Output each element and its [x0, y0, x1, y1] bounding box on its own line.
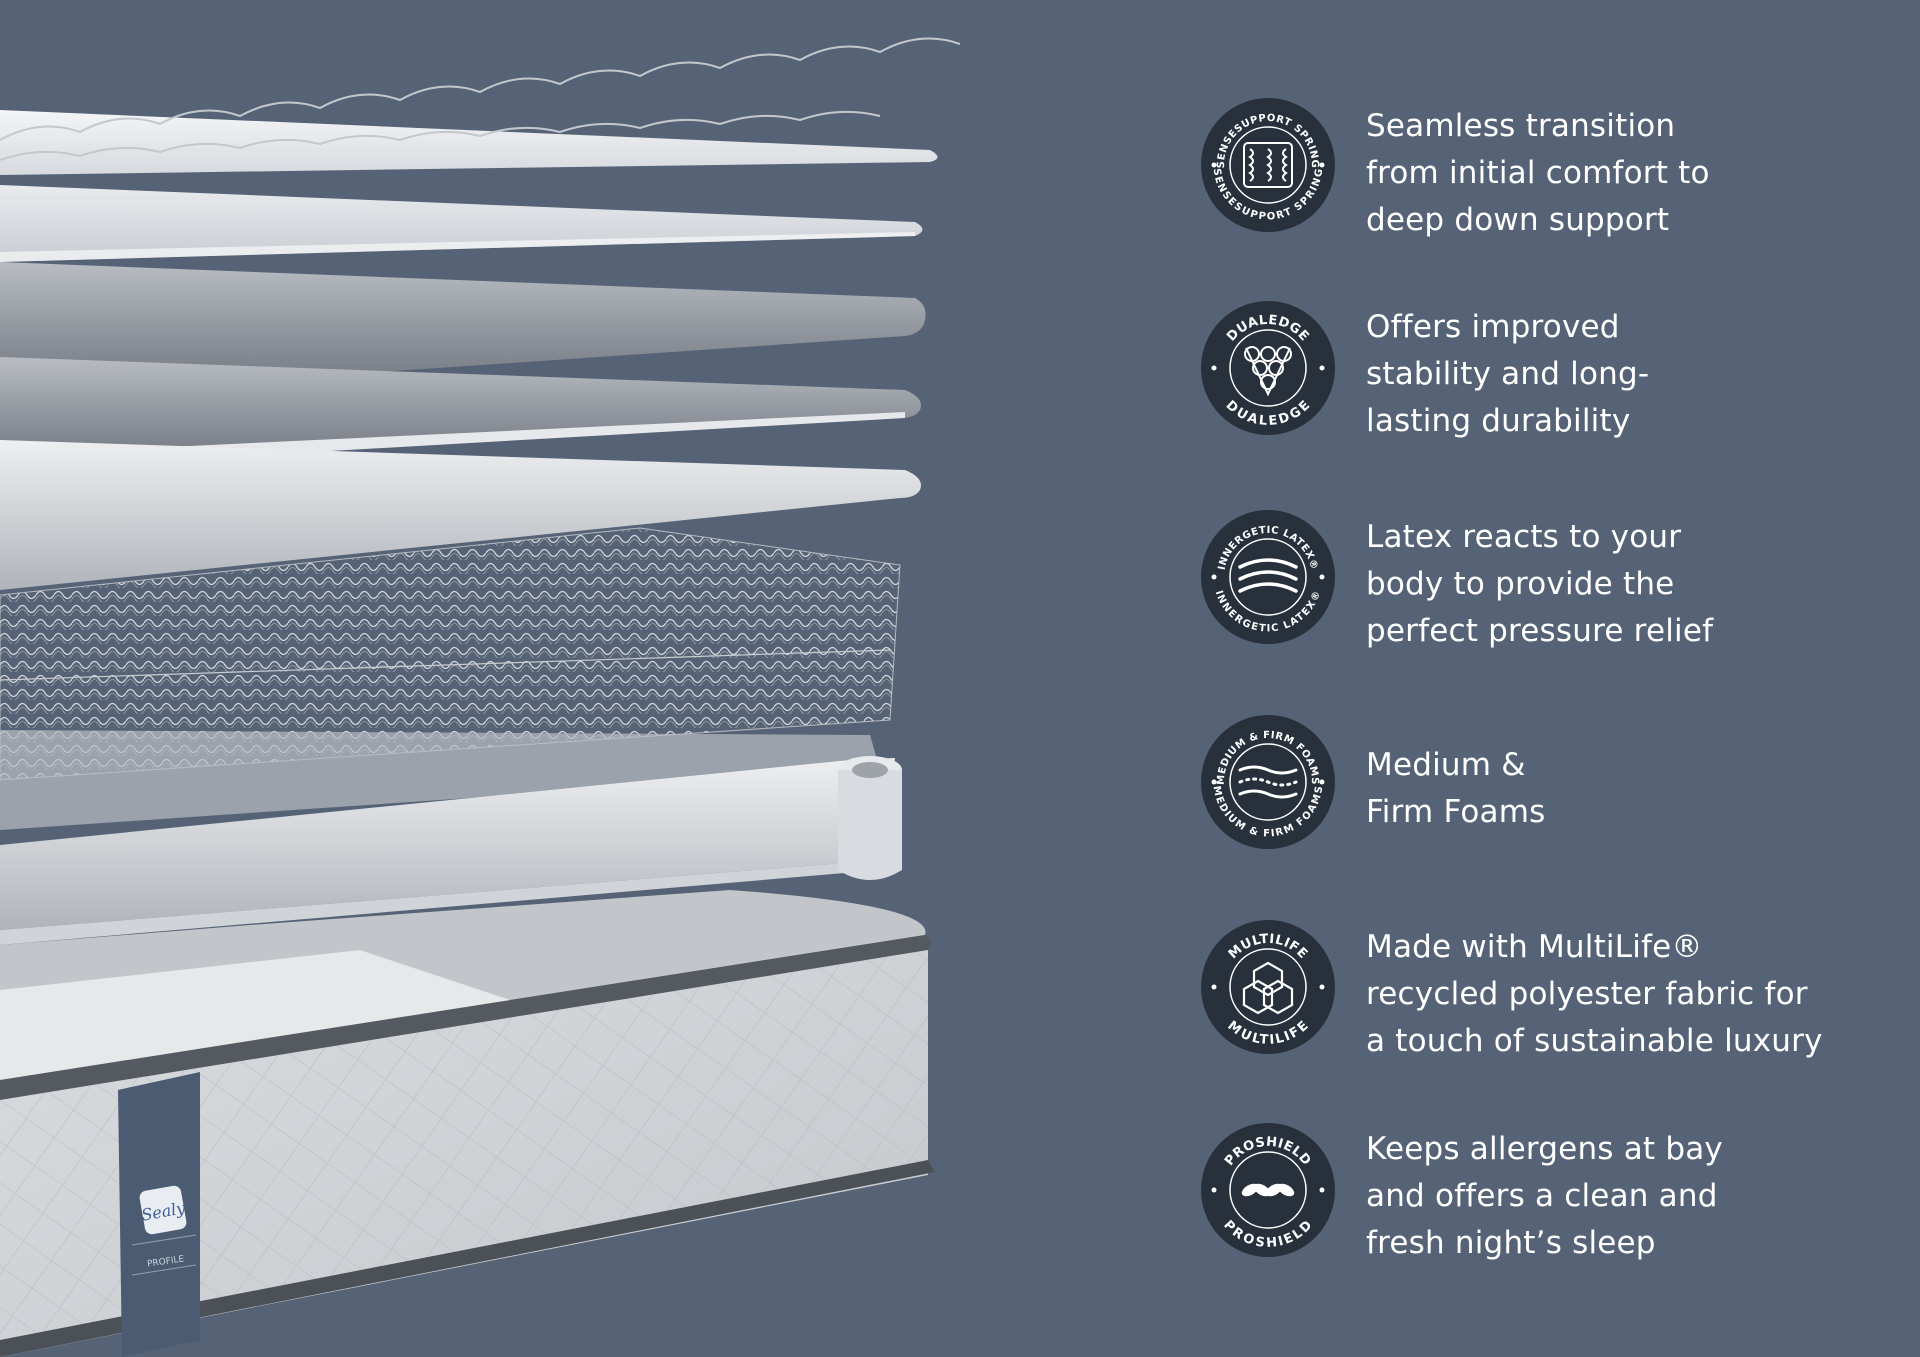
- feature-description: Medium & Firm Foams: [1366, 742, 1886, 836]
- feature-description-line: recycled polyester fabric for: [1366, 976, 1808, 1012]
- feature-description-line: Firm Foams: [1366, 794, 1546, 830]
- feature-description-line: Offers improved: [1366, 309, 1620, 345]
- feature-description-line: Medium &: [1366, 747, 1526, 783]
- feature-description-line: deep down support: [1366, 202, 1670, 238]
- edge-coils-icon: [1244, 346, 1292, 397]
- feature-description-line: Made with MultiLife®: [1366, 929, 1703, 965]
- mattress-layers-illustration: Sealy PROFILE: [0, 37, 960, 1357]
- feature-description-line: perfect pressure relief: [1366, 613, 1714, 649]
- feature-item: INNERGETIC LATEX®INNERGETIC LATEX®Latex …: [1198, 507, 1898, 657]
- feature-description: Seamless transition from initial comfort …: [1366, 103, 1886, 244]
- feature-description-line: lasting durability: [1366, 403, 1631, 439]
- spring-coil-icon: [1243, 142, 1293, 188]
- feature-description: Latex reacts to your body to provide the p…: [1366, 514, 1886, 655]
- feature-description: Made with MultiLife® recycled polyester f…: [1366, 924, 1886, 1065]
- feature-description: Keeps allergens at bay and offers a clean…: [1366, 1126, 1886, 1267]
- feature-description-line: fresh night’s sleep: [1366, 1225, 1656, 1261]
- braid-shield-icon: [1241, 1183, 1295, 1197]
- feature-description-line: Latex reacts to your: [1366, 519, 1682, 555]
- feature-description-line: Seamless transition: [1366, 108, 1676, 144]
- feature-description-line: from initial comfort to: [1366, 155, 1710, 191]
- feature-description-line: body to provide the: [1366, 566, 1675, 602]
- feature-description-line: and offers a clean and: [1366, 1178, 1718, 1214]
- foam-layers-icon: [1238, 765, 1298, 799]
- sealy-logo: Sealy: [139, 1185, 188, 1235]
- feature-description-line: stability and long-: [1366, 356, 1650, 392]
- feature-description-line: Keeps allergens at bay: [1366, 1131, 1723, 1167]
- latex-waves-icon: [1238, 558, 1298, 593]
- recycle-hexagon-icon: [1242, 961, 1294, 1015]
- feature-badge: INNERGETIC LATEX®INNERGETIC LATEX®: [1198, 507, 1338, 647]
- feature-description-line: a touch of sustainable luxury: [1366, 1023, 1823, 1059]
- feature-description: Offers improved stability and long-lastin…: [1366, 304, 1886, 445]
